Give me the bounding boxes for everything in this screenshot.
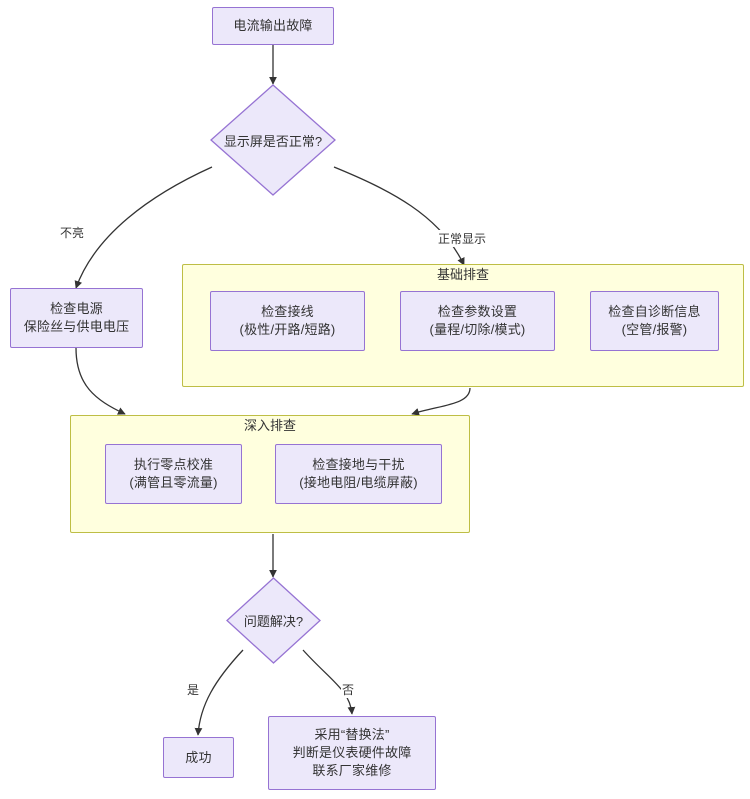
node-check-power[interactable]: 检查电源 保险丝与供电电压	[10, 288, 143, 348]
edge-label-solved-no: 否	[341, 681, 356, 698]
node-check-selfdiag-label: 检查自诊断信息 (空管/报警)	[608, 304, 701, 337]
node-check-ground[interactable]: 检查接地与干扰 (接地电阻/电缆屏蔽)	[275, 444, 442, 504]
edge-basic-to-advanced	[411, 387, 471, 416]
node-decision-display[interactable]: 显示屏是否正常?	[210, 84, 336, 196]
node-decision-solved-label: 问题解决?	[243, 614, 304, 629]
node-replacement-label: 采用“替换法” 判断是仪表硬件故障 联系厂家维修	[292, 727, 412, 778]
node-decision-solved[interactable]: 问题解决?	[226, 577, 321, 664]
node-check-power-label: 检查电源 保险丝与供电电压	[23, 301, 130, 334]
node-check-params[interactable]: 检查参数设置 (量程/切除/模式)	[400, 291, 555, 351]
node-zero-calibration-label: 执行零点校准 (满管且零流量)	[129, 457, 218, 490]
node-check-ground-label: 检查接地与干扰 (接地电阻/电缆屏蔽)	[299, 457, 418, 490]
node-replacement[interactable]: 采用“替换法” 判断是仪表硬件故障 联系厂家维修	[268, 716, 436, 790]
node-start-label: 电流输出故障	[233, 18, 313, 33]
edge-label-display-off: 不亮	[59, 224, 86, 241]
node-check-selfdiag[interactable]: 检查自诊断信息 (空管/报警)	[590, 291, 719, 351]
node-start[interactable]: 电流输出故障	[212, 7, 334, 45]
node-success-label: 成功	[185, 749, 212, 765]
node-zero-calibration[interactable]: 执行零点校准 (满管且零流量)	[105, 444, 242, 504]
edge-label-display-normal: 正常显示	[437, 230, 488, 247]
cluster-basic-troubleshooting-title: 基础排查	[436, 267, 489, 282]
node-check-wiring-label: 检查接线 (极性/开路/短路)	[239, 304, 336, 337]
edge-display-to-basic	[333, 166, 465, 266]
node-check-params-label: 检查参数设置 (量程/切除/模式)	[429, 304, 526, 337]
edge-label-solved-yes: 是	[186, 681, 201, 698]
diamond-shape	[210, 84, 336, 196]
edge-power-to-advanced	[75, 347, 126, 415]
node-success[interactable]: 成功	[163, 737, 234, 778]
node-decision-display-label: 显示屏是否正常?	[223, 133, 323, 149]
cluster-advanced-troubleshooting-title: 深入排查	[243, 418, 296, 433]
diamond-shape	[226, 577, 321, 664]
node-check-wiring[interactable]: 检查接线 (极性/开路/短路)	[210, 291, 365, 351]
